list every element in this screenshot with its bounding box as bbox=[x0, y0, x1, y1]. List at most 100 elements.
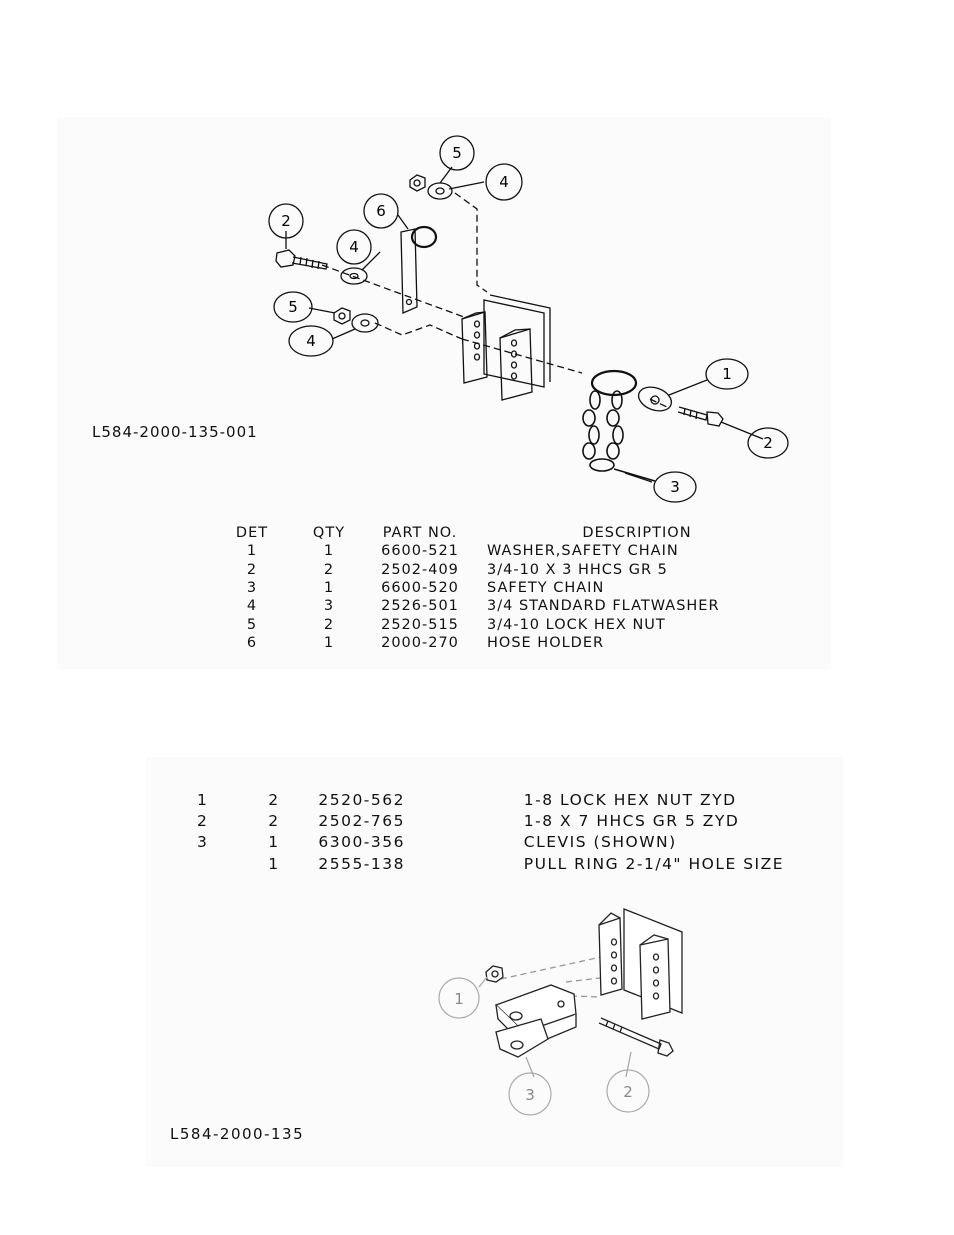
chain-washer bbox=[637, 379, 708, 412]
callout-5-top: 5 bbox=[439, 135, 475, 171]
callout-4-mid: 4 bbox=[336, 229, 372, 265]
callout-6: 6 bbox=[363, 193, 399, 229]
clevis bbox=[494, 984, 577, 1058]
cell-part-no: 6600-521 bbox=[381, 543, 459, 560]
cell-det: 1 bbox=[197, 790, 209, 809]
table-row: 3 1 6300-356 CLEVIS (SHOWN) bbox=[176, 832, 843, 853]
top-exploded-diagram: 5 4 2 6 4 5 4 1 2 3 bbox=[268, 135, 789, 503]
callout-2-left: 2 bbox=[268, 203, 304, 239]
lower-nut-washer bbox=[333, 307, 379, 333]
callout-4-top: 4 bbox=[485, 163, 523, 201]
cell-qty: 1 bbox=[268, 854, 280, 873]
cell-qty: 1 bbox=[323, 634, 335, 651]
cell-part-no: 2502-765 bbox=[318, 811, 405, 830]
svg-text:2: 2 bbox=[763, 434, 773, 452]
table-row: 4 3 2526-501 3/4 STANDARD FLATWASHER bbox=[207, 597, 787, 615]
clevis-bolt bbox=[598, 1017, 674, 1057]
bottom-drawing-number: L584-2000-135 bbox=[170, 1125, 305, 1143]
cell-det: 3 bbox=[197, 833, 209, 852]
cell-description: 3/4-10 LOCK HEX NUT bbox=[487, 616, 666, 633]
cell-qty: 1 bbox=[323, 580, 335, 597]
svg-text:4: 4 bbox=[499, 173, 509, 191]
top-figure-panel: 5 4 2 6 4 5 4 1 2 3 L584-2000-135-001 DE… bbox=[57, 117, 831, 669]
table-row: 2 2 2502-765 1-8 X 7 HHCS GR 5 ZYD bbox=[176, 810, 843, 831]
cell-part-no: 6300-356 bbox=[318, 833, 405, 852]
cell-description: HOSE HOLDER bbox=[487, 634, 605, 651]
bracket-holes bbox=[473, 320, 518, 380]
cell-qty: 2 bbox=[323, 616, 335, 633]
svg-text:4: 4 bbox=[306, 332, 316, 350]
table-row: 6 1 2000-270 HOSE HOLDER bbox=[207, 634, 787, 652]
cell-qty: 1 bbox=[323, 543, 335, 560]
callout-2-right: 2 bbox=[747, 427, 789, 459]
cell-description: 3/4 STANDARD FLATWASHER bbox=[487, 598, 720, 615]
assembly-dash-lines bbox=[321, 192, 668, 408]
svg-text:1: 1 bbox=[722, 365, 732, 383]
cell-qty: 1 bbox=[268, 833, 280, 852]
cell-description: PULL RING 2-1/4" HOLE SIZE bbox=[523, 854, 785, 873]
cell-qty: 2 bbox=[268, 790, 280, 809]
cell-qty: 3 bbox=[323, 598, 335, 615]
callout-2: 2 bbox=[606, 1069, 650, 1113]
svg-text:3: 3 bbox=[525, 1086, 535, 1104]
cell-description: CLEVIS (SHOWN) bbox=[523, 833, 677, 852]
cell-description: 1-8 X 7 HHCS GR 5 ZYD bbox=[523, 811, 740, 830]
table-header-row: DET QTY PART NO. DESCRIPTION bbox=[207, 524, 787, 542]
cell-part-no: 2502-409 bbox=[381, 561, 459, 578]
callout-1: 1 bbox=[438, 977, 480, 1019]
cell-part-no: 2520-515 bbox=[381, 616, 459, 633]
svg-text:5: 5 bbox=[452, 144, 462, 162]
cell-det: 3 bbox=[246, 580, 258, 597]
cell-part-no: 2555-138 bbox=[318, 854, 405, 873]
cell-part-no: 2526-501 bbox=[381, 598, 459, 615]
cell-description: WASHER,SAFETY CHAIN bbox=[487, 543, 679, 560]
cell-qty: 2 bbox=[323, 561, 335, 578]
callout-5-lower: 5 bbox=[273, 291, 313, 323]
svg-text:1: 1 bbox=[454, 990, 464, 1008]
header-qty: QTY bbox=[312, 525, 346, 542]
callouts: 5 4 2 6 4 5 4 1 2 3 bbox=[268, 135, 789, 503]
cell-part-no: 2000-270 bbox=[381, 634, 459, 651]
bracket-holes bbox=[610, 938, 660, 1000]
bottom-parts-table: 1 2 2520-562 1-8 LOCK HEX NUT ZYD 2 2 25… bbox=[176, 789, 843, 874]
callout-4-lower: 4 bbox=[288, 325, 334, 357]
cell-det: 2 bbox=[197, 811, 209, 830]
cell-part-no: 6600-520 bbox=[381, 580, 459, 597]
svg-text:2: 2 bbox=[623, 1083, 633, 1101]
callout-1: 1 bbox=[705, 358, 749, 390]
cell-det: 5 bbox=[246, 616, 258, 633]
hose-holder bbox=[400, 225, 438, 314]
table-row: 1 1 6600-521 WASHER,SAFETY CHAIN bbox=[207, 542, 787, 560]
table-row: 1 2 2520-562 1-8 LOCK HEX NUT ZYD bbox=[176, 789, 843, 810]
header-det: DET bbox=[235, 525, 269, 542]
header-description: DESCRIPTION bbox=[582, 525, 692, 542]
svg-text:5: 5 bbox=[288, 298, 298, 316]
bottom-figure-panel: 1 2 2520-562 1-8 LOCK HEX NUT ZYD 2 2 25… bbox=[146, 757, 843, 1167]
top-parts-table: DET QTY PART NO. DESCRIPTION 1 1 6600-52… bbox=[207, 524, 787, 652]
svg-text:3: 3 bbox=[670, 478, 680, 496]
table-row: 2 2 2502-409 3/4-10 X 3 HHCS GR 5 bbox=[207, 561, 787, 579]
header-part-no: PART NO. bbox=[382, 525, 458, 542]
mounting-plate bbox=[461, 294, 551, 401]
callout-3: 3 bbox=[653, 471, 697, 503]
left-washer bbox=[340, 267, 368, 285]
callouts: 1 3 2 bbox=[438, 977, 650, 1116]
svg-text:4: 4 bbox=[349, 238, 359, 256]
cell-part-no: 2520-562 bbox=[318, 790, 405, 809]
cell-det: 6 bbox=[246, 634, 258, 651]
cell-description: 3/4-10 X 3 HHCS GR 5 bbox=[487, 561, 668, 578]
svg-text:6: 6 bbox=[376, 202, 386, 220]
cell-description: SAFETY CHAIN bbox=[487, 580, 605, 597]
table-row: 1 2555-138 PULL RING 2-1/4" HOLE SIZE bbox=[176, 853, 843, 874]
cell-det: 2 bbox=[246, 561, 258, 578]
bottom-exploded-diagram: 1 3 2 bbox=[438, 908, 683, 1116]
safety-chain bbox=[582, 369, 656, 482]
cell-description: 1-8 LOCK HEX NUT ZYD bbox=[523, 790, 737, 809]
cell-det: 4 bbox=[246, 598, 258, 615]
svg-text:2: 2 bbox=[281, 212, 291, 230]
mounting-plate bbox=[598, 908, 683, 1020]
left-bolt bbox=[275, 249, 328, 270]
cell-det: 1 bbox=[246, 543, 258, 560]
right-bolt bbox=[677, 406, 764, 440]
cell-qty: 2 bbox=[268, 811, 280, 830]
